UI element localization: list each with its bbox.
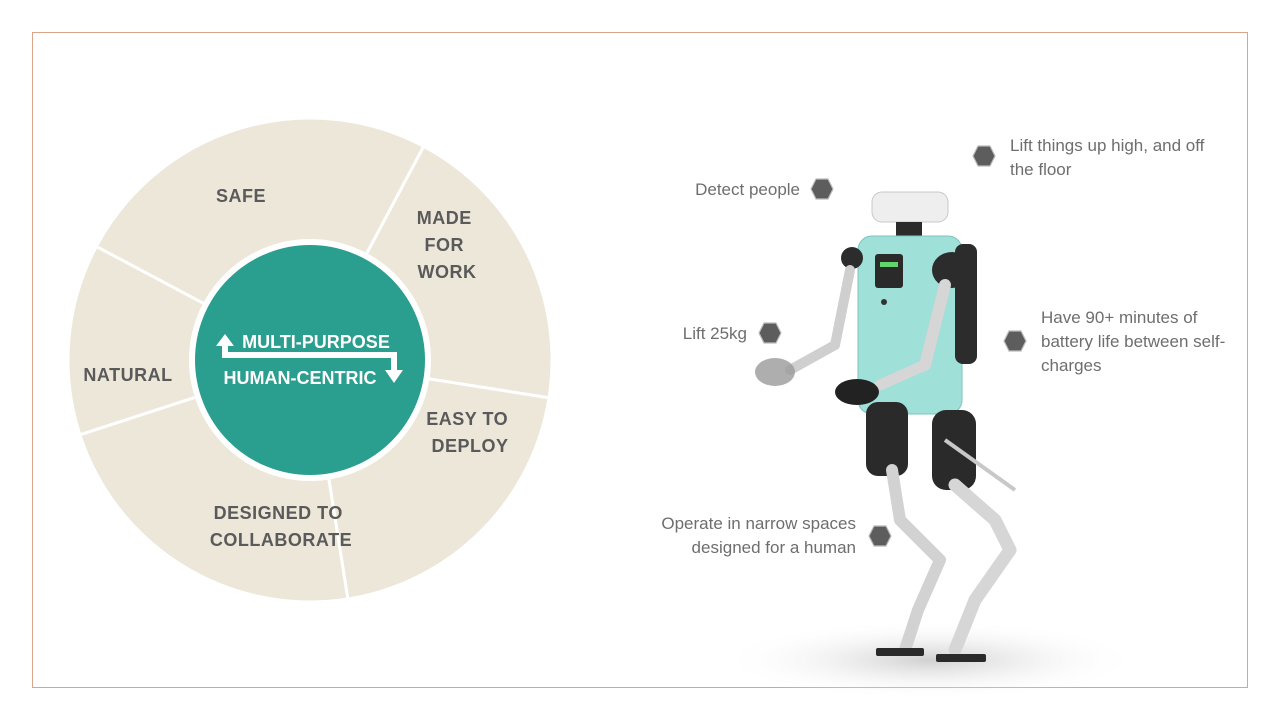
segment-label-easy-to-deploy: EASY TO DEPLOY (426, 409, 513, 456)
feature-battery-line-2: battery life between self- (1041, 332, 1226, 351)
hexagon-icon (868, 525, 892, 547)
feature-detect-people-text: Detect people (695, 180, 800, 199)
feature-detect-people: Detect people (640, 178, 800, 202)
feature-narrow-spaces-line-1: Operate in narrow spaces (661, 514, 856, 533)
bidirectional-arrow-icon (216, 334, 403, 383)
feature-lift-high-line-1: Lift things up high, and off (1010, 136, 1205, 155)
capability-wheel: MULTI-PURPOSE HUMAN-CENTRIC SAFE MADE FO… (66, 116, 554, 604)
feature-lift-25kg: Lift 25kg (640, 322, 747, 346)
feature-narrow-spaces: Operate in narrow spaces designed for a … (630, 512, 856, 560)
feature-battery-line-3: charges (1041, 356, 1102, 375)
feature-battery-line-1: Have 90+ minutes of (1041, 308, 1198, 327)
hexagon-icon (758, 322, 782, 344)
wheel-segments (66, 116, 554, 604)
segment-label-designed-to-collaborate: DESIGNED TO COLLABORATE (210, 503, 352, 550)
segment-label-natural: NATURAL (83, 365, 172, 385)
feature-battery: Have 90+ minutes of battery life between… (1041, 306, 1246, 378)
feature-lift-high: Lift things up high, and off the floor (1010, 134, 1240, 182)
center-label-line-2: HUMAN-CENTRIC (224, 368, 377, 388)
hexagon-icon (972, 145, 996, 167)
center-label-line-1: MULTI-PURPOSE (242, 332, 390, 352)
feature-lift-25kg-text: Lift 25kg (682, 324, 747, 343)
segment-label-safe: SAFE (216, 186, 266, 206)
feature-lift-high-line-2: the floor (1010, 160, 1072, 179)
feature-narrow-spaces-line-2: designed for a human (691, 538, 856, 557)
hexagon-icon (810, 178, 834, 200)
segment-label-made-for-work: MADE FOR WORK (417, 208, 478, 282)
wheel-center-circle (189, 239, 431, 481)
hexagon-icon (1003, 330, 1027, 352)
